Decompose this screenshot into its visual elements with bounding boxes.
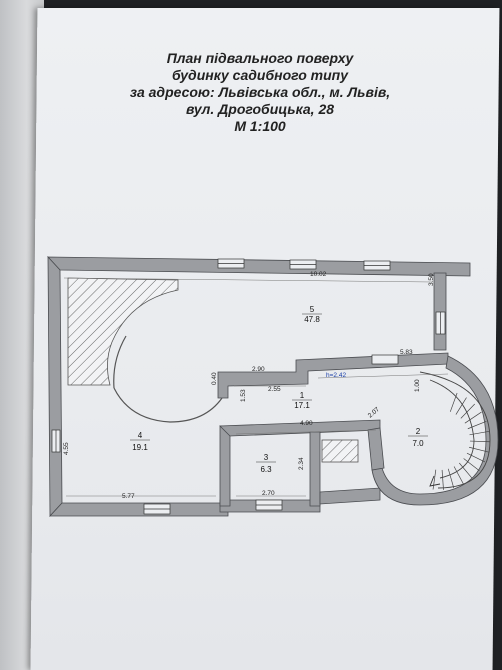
dim-corridor-left: 0.40 <box>211 372 218 385</box>
room-4-label: 4 19.1 <box>130 431 150 452</box>
room-1-label: 1 17.1 <box>292 391 312 410</box>
dim-stair-step: 1.00 <box>414 379 421 392</box>
room-5-label: 5 47.8 <box>302 305 322 324</box>
dim-corridor-mid: 2.55 <box>268 386 281 393</box>
title-line-3: за адресою: Львівська обл., м. Львів, <box>129 84 391 100</box>
stair-tread <box>455 397 467 415</box>
title-line-4: вул. Дрогобицька, 28 <box>185 101 335 117</box>
dim-upper-right: 5.83 <box>400 349 413 356</box>
svg-text:6.3: 6.3 <box>260 465 272 474</box>
stair-tread <box>449 392 458 412</box>
svg-text:7.0: 7.0 <box>412 439 424 448</box>
curved-partition <box>113 387 223 423</box>
room-3-label: 3 6.3 <box>256 453 276 474</box>
title-line-1: План підвального поверху <box>166 50 354 66</box>
room-2-label: 2 7.0 <box>408 427 428 448</box>
stair-tread <box>467 420 487 430</box>
dim-left-height: 4.55 <box>63 442 70 455</box>
hatched-stair-block <box>321 439 359 463</box>
dim-corridor-top: 2.90 <box>252 366 265 373</box>
svg-text:2: 2 <box>416 427 421 436</box>
dim-right-short: 3.50 <box>428 273 435 286</box>
stair-tread <box>441 469 444 490</box>
hatched-column-block <box>67 277 179 386</box>
dim-stair-width: 2.07 <box>367 406 381 420</box>
stair-tread <box>453 466 464 485</box>
dim-room3-width: 2.70 <box>262 490 275 497</box>
dim-hall-width: 4.90 <box>300 420 313 427</box>
stair-arrow-icon <box>429 475 441 487</box>
stair-tread <box>464 411 482 424</box>
stair-outer-wall <box>371 355 499 506</box>
stair-tread <box>463 458 480 472</box>
spiral-stair-treads <box>432 392 490 490</box>
dim-corridor-small: 1.53 <box>240 389 247 402</box>
svg-text:19.1: 19.1 <box>132 443 148 452</box>
stair-tread <box>459 462 473 479</box>
svg-text:47.8: 47.8 <box>304 315 320 324</box>
title-line-2: будинку садибного типу <box>171 67 349 83</box>
title-scale: М 1:100 <box>234 118 286 134</box>
stair-tread <box>469 430 490 436</box>
stair-tread <box>466 452 486 463</box>
dimension-lines <box>63 277 449 497</box>
stair-tread <box>469 446 489 453</box>
stair-tread <box>432 469 437 490</box>
svg-text:3: 3 <box>264 453 269 462</box>
stair-tread <box>447 468 455 489</box>
plan-title: План підвального поверху будинку садибно… <box>40 50 480 135</box>
dim-room3-height: 2.34 <box>298 457 305 470</box>
svg-text:4: 4 <box>138 431 143 440</box>
svg-text:1: 1 <box>300 391 305 400</box>
dim-bottom-left: 5.77 <box>122 493 135 500</box>
ceiling-height-label: h=2.42 <box>326 372 346 379</box>
windows <box>51 258 446 515</box>
stair-tread <box>469 440 490 443</box>
svg-text:5: 5 <box>310 305 315 314</box>
svg-text:17.1: 17.1 <box>294 401 310 410</box>
dim-top-width: 10.02 <box>310 271 327 278</box>
stair-tread <box>460 403 475 419</box>
